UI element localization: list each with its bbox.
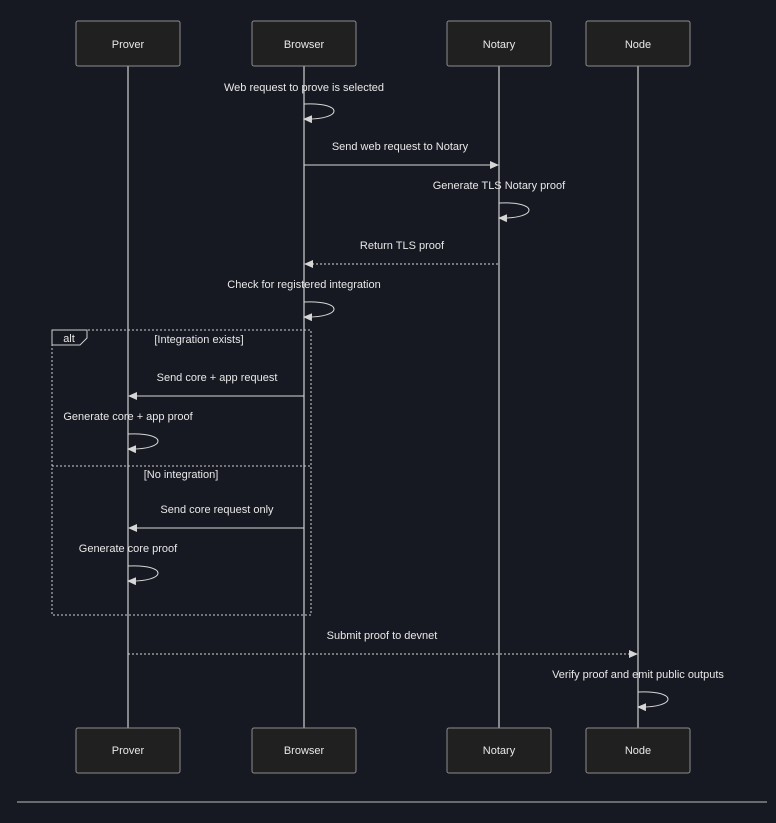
actor-prover-top-label: Prover xyxy=(112,39,145,51)
actor-node-bottom-label: Node xyxy=(625,745,651,757)
message-generate-core-proof-label: Generate core proof xyxy=(79,543,178,555)
message-check-integration-label: Check for registered integration xyxy=(227,279,380,291)
actor-notary-bottom-label: Notary xyxy=(483,745,516,757)
actor-prover-bottom: Prover xyxy=(75,727,181,774)
message-generate-core-proof: Generate core proof xyxy=(79,543,178,586)
message-web-request-selected-label: Web request to prove is selected xyxy=(224,82,384,94)
actor-browser-bottom-label: Browser xyxy=(284,745,325,757)
actor-node-top: Node xyxy=(585,20,691,67)
alt-frame-keyword: alt xyxy=(63,333,75,345)
message-verify-proof-label: Verify proof and emit public outputs xyxy=(552,669,724,681)
message-web-request-selected: Web request to prove is selected xyxy=(224,82,384,124)
message-return-tls-proof: Return TLS proof xyxy=(304,240,498,268)
actor-prover-top: Prover xyxy=(75,20,181,67)
actor-node-bottom: Node xyxy=(585,727,691,774)
message-return-tls-proof-label: Return TLS proof xyxy=(360,240,445,252)
message-send-core-app-request-label: Send core + app request xyxy=(157,372,278,384)
alt-frame-tab xyxy=(51,329,88,346)
message-generate-core-app-proof: Generate core + app proof xyxy=(63,411,194,454)
actor-notary-bottom: Notary xyxy=(446,727,552,774)
message-generate-tls-proof: Generate TLS Notary proof xyxy=(433,180,566,223)
message-send-web-request: Send web request to Notary xyxy=(304,141,499,169)
message-submit-proof: Submit proof to devnet xyxy=(128,630,638,658)
actor-browser-top-label: Browser xyxy=(284,39,325,51)
message-submit-proof-label: Submit proof to devnet xyxy=(327,630,438,642)
alt-frame: alt [Integration exists] [No integration… xyxy=(51,329,312,616)
message-send-core-request-only: Send core request only xyxy=(128,504,304,532)
message-send-web-request-label: Send web request to Notary xyxy=(332,141,469,153)
message-send-core-app-request: Send core + app request xyxy=(128,372,304,400)
alt-branch-2-condition: [No integration] xyxy=(144,469,219,481)
actor-browser-bottom: Browser xyxy=(251,727,357,774)
actor-notary-top-label: Notary xyxy=(483,39,516,51)
actor-notary-top: Notary xyxy=(446,20,552,67)
alt-branch-1-condition: [Integration exists] xyxy=(154,334,243,346)
actor-browser-top: Browser xyxy=(251,20,357,67)
actor-prover-bottom-label: Prover xyxy=(112,745,145,757)
message-check-integration: Check for registered integration xyxy=(227,279,381,322)
alt-frame-border xyxy=(51,329,312,616)
message-verify-proof: Verify proof and emit public outputs xyxy=(552,669,724,712)
message-send-core-request-only-label: Send core request only xyxy=(160,504,274,516)
message-generate-tls-proof-label: Generate TLS Notary proof xyxy=(433,180,566,192)
message-generate-core-app-proof-label: Generate core + app proof xyxy=(63,411,193,423)
actor-node-top-label: Node xyxy=(625,39,651,51)
